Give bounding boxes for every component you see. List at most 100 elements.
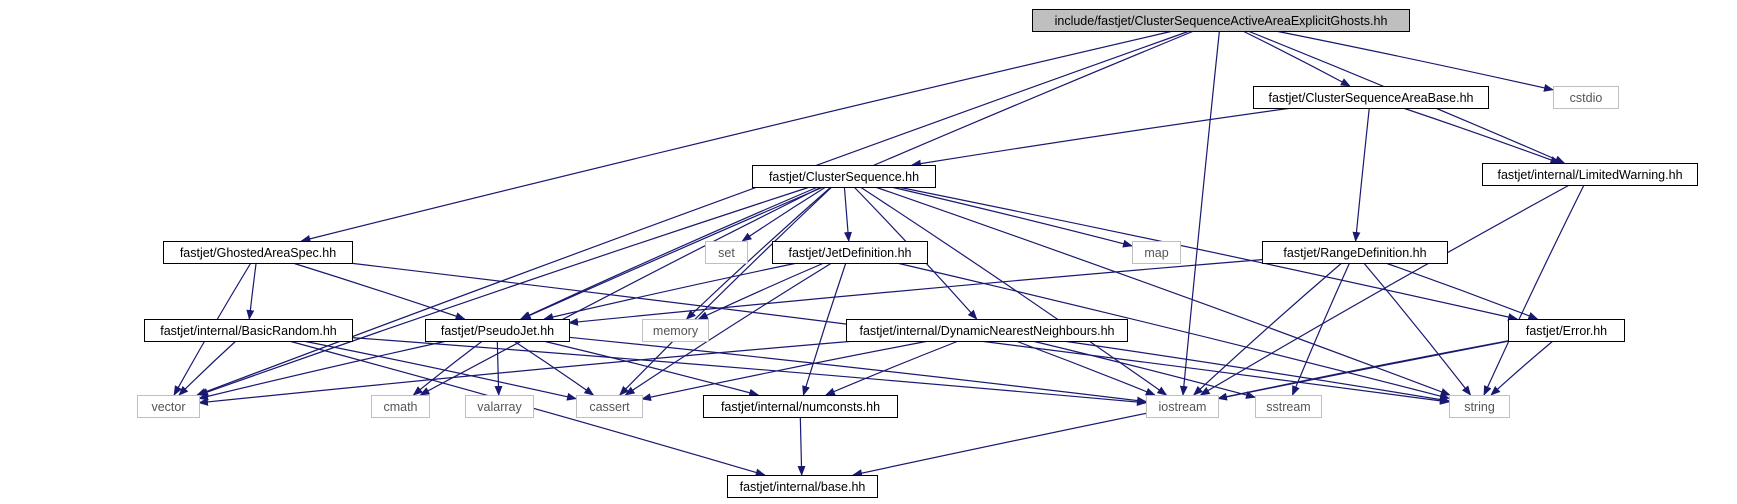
node-fastjet-rangedefinition-hh[interactable]: fastjet/RangeDefinition.hh — [1262, 241, 1448, 264]
edge-cs-to-err — [897, 186, 1519, 321]
edge-rd-to-sstream — [1291, 262, 1351, 396]
node-fastjet-ghostedareaspec-hh[interactable]: fastjet/GhostedAreaSpec.hh — [163, 241, 353, 264]
node-box — [137, 395, 200, 418]
node-box — [705, 241, 748, 264]
node-label: sstream — [1266, 400, 1310, 414]
edge-cs-to-vector — [198, 186, 810, 396]
edge-dnn-to-numconsts — [824, 340, 959, 396]
node-label: set — [718, 246, 735, 260]
node-box — [846, 319, 1128, 342]
edge-rd-to-err — [1385, 262, 1539, 320]
edge-root-to-gas — [300, 30, 1174, 243]
node-box — [1255, 395, 1322, 418]
node-fastjet-internal-limitedwarning-hh[interactable]: fastjet/internal/LimitedWarning.hh — [1482, 163, 1698, 186]
edge-jd-to-cassert — [624, 262, 833, 396]
node-label: string — [1464, 400, 1495, 414]
node-label: include/fastjet/ClusterSequenceActiveAre… — [1055, 14, 1388, 28]
node-label: fastjet/internal/BasicRandom.hh — [160, 324, 337, 338]
node-box — [1262, 241, 1448, 264]
node-box — [425, 319, 570, 342]
edge-cs-to-cmath — [419, 186, 822, 396]
node-fastjet-clustersequence-hh[interactable]: fastjet/ClusterSequence.hh — [752, 165, 936, 188]
edge-pj-to-vector — [198, 340, 447, 401]
node-box — [1146, 395, 1219, 418]
node-fastjet-internal-numconsts-hh[interactable]: fastjet/internal/numconsts.hh — [703, 395, 898, 418]
edge-cs-to-set — [741, 186, 827, 242]
edge-root-to-casb — [1242, 30, 1351, 87]
edge-root-to-cstdio — [1275, 30, 1554, 92]
node-fastjet-internal-basicrandom-hh[interactable]: fastjet/internal/BasicRandom.hh — [144, 319, 353, 342]
node-fastjet-pseudojet-hh[interactable]: fastjet/PseudoJet.hh — [425, 319, 570, 342]
node-memory: memory — [642, 319, 709, 342]
edge-br-to-cassert — [303, 340, 577, 401]
node-box — [1553, 86, 1619, 109]
edge-numconsts-to-base — [797, 416, 806, 476]
node-valarray: valarray — [465, 395, 534, 418]
node-label: cmath — [383, 400, 417, 414]
node-label: map — [1144, 246, 1168, 260]
node-box — [163, 241, 353, 264]
edge-rd-to-pj — [568, 259, 1263, 326]
node-box — [727, 475, 878, 498]
file-nodes: include/fastjet/ClusterSequenceActiveAre… — [137, 9, 1698, 498]
node-string: string — [1449, 395, 1510, 418]
node-iostream: iostream — [1146, 395, 1219, 418]
dependency-edges — [173, 30, 1585, 478]
node-sstream: sstream — [1255, 395, 1322, 418]
node-box — [703, 395, 898, 418]
edge-pj-to-cmath — [412, 340, 483, 396]
node-box — [144, 319, 353, 342]
edge-cs-to-string — [875, 186, 1451, 396]
node-label: fastjet/ClusterSequenceAreaBase.hh — [1269, 91, 1474, 105]
edge-cs-to-pj — [519, 186, 819, 320]
edge-cs-to-cassert — [619, 186, 833, 396]
edge-pj-to-iostream — [568, 336, 1147, 405]
node-box — [576, 395, 643, 418]
node-label: memory — [653, 324, 699, 338]
edge-jd-to-pj — [543, 262, 798, 321]
edge-br-to-vector — [178, 340, 237, 396]
node-fastjet-jetdefinition-hh[interactable]: fastjet/JetDefinition.hh — [772, 241, 928, 264]
edge-jd-to-string — [896, 262, 1450, 400]
node-fastjet-error-hh[interactable]: fastjet/Error.hh — [1508, 319, 1625, 342]
edge-dnn-to-cassert — [641, 340, 929, 402]
node-box — [1253, 86, 1489, 109]
node-label: fastjet/internal/base.hh — [740, 480, 866, 494]
node-label: fastjet/RangeDefinition.hh — [1283, 246, 1426, 260]
edge-cs-to-map — [890, 186, 1133, 248]
node-cstdio: cstdio — [1553, 86, 1619, 109]
node-label: fastjet/ClusterSequence.hh — [769, 170, 919, 184]
edge-pj-to-valarray — [494, 340, 503, 396]
node-label: cstdio — [1570, 91, 1603, 105]
edge-root-to-iostream — [1179, 30, 1220, 396]
node-label: fastjet/Error.hh — [1526, 324, 1607, 338]
node-box — [1508, 319, 1625, 342]
edge-dnn-to-iostream — [1015, 340, 1156, 396]
node-box — [1482, 163, 1698, 186]
edge-rd-to-iostream — [1193, 262, 1343, 396]
node-box — [752, 165, 936, 188]
edge-cs-to-jd — [843, 186, 852, 242]
edge-dnn-to-vector — [198, 340, 856, 406]
node-fastjet-internal-dynamicnearestneighbours-hh[interactable]: fastjet/internal/DynamicNearestNeighbour… — [846, 319, 1128, 342]
node-fastjet-internal-base-hh[interactable]: fastjet/internal/base.hh — [727, 475, 878, 498]
edge-casb-to-cs — [911, 107, 1292, 168]
node-label: iostream — [1159, 400, 1207, 414]
node-include-fastjet-clustersequenceactiveareaexplicitghosts-hh[interactable]: include/fastjet/ClusterSequenceActiveAre… — [1032, 9, 1410, 32]
edge-dnn-to-sstream — [1032, 340, 1256, 399]
node-label: vector — [151, 400, 185, 414]
edge-cs-to-memory — [685, 186, 832, 320]
node-label: fastjet/JetDefinition.hh — [789, 246, 912, 260]
node-label: cassert — [589, 400, 630, 414]
node-label: fastjet/internal/numconsts.hh — [721, 400, 880, 414]
node-box — [465, 395, 534, 418]
node-set: set — [705, 241, 748, 264]
edge-pj-to-numconsts — [542, 340, 760, 397]
node-box — [1132, 241, 1181, 264]
node-box — [1449, 395, 1510, 418]
edge-casb-to-rd — [1352, 107, 1370, 242]
edge-gas-to-br — [246, 262, 257, 320]
node-fastjet-clustersequenceareabase-hh[interactable]: fastjet/ClusterSequenceAreaBase.hh — [1253, 86, 1489, 109]
node-box — [772, 241, 928, 264]
